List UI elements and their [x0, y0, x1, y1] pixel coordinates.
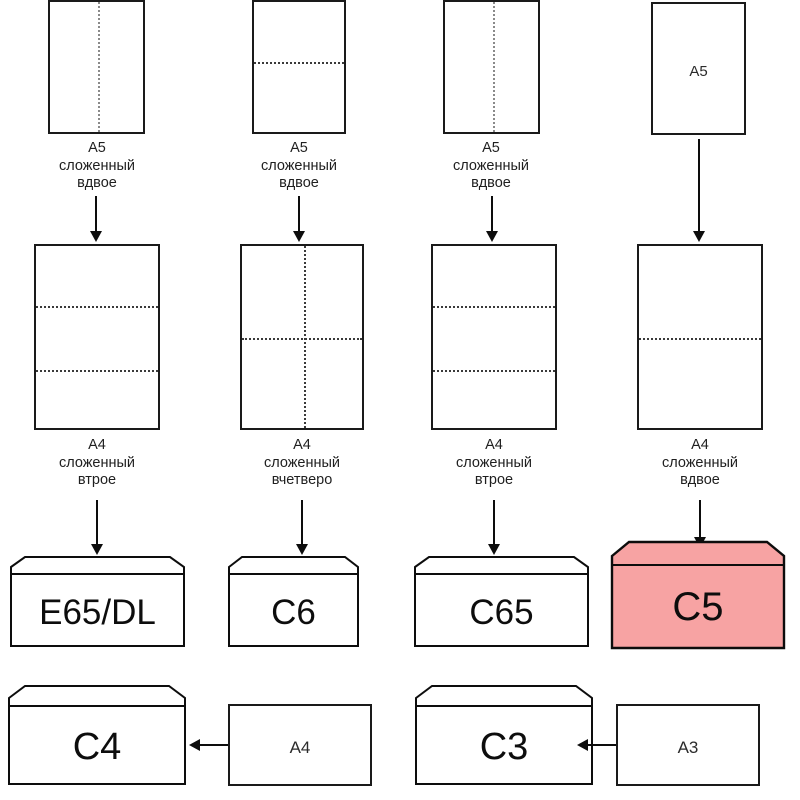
sheet-a4-bottom-label: A4: [289, 738, 311, 757]
envelope-shape-highlighted: [610, 540, 786, 650]
sheet-a4-col4: [637, 244, 763, 430]
envelope-c6-label: C6: [271, 593, 316, 632]
fold-line-vertical: [304, 246, 306, 428]
envelope-e65-dl[interactable]: E65/DL: [10, 555, 185, 648]
envelope-shape: [8, 685, 186, 785]
sheet-a5-col1: [48, 0, 145, 134]
envelope-c4-label: C4: [72, 726, 122, 768]
caption-col3-source: A5 сложенный вдвое: [452, 140, 530, 192]
sheet-a4-col3: [431, 244, 557, 430]
caption-col1-source: A5 сложенный вдвое: [58, 140, 136, 192]
envelope-shape: [414, 556, 589, 647]
envelope-shape: [415, 685, 593, 785]
sheet-a4-col2: [240, 244, 364, 430]
sheet-a5-col4: A5: [651, 2, 746, 135]
caption-col2-source: A5 сложенный вдвое: [260, 140, 338, 192]
envelope-c65[interactable]: C65: [414, 555, 589, 648]
fold-line-horizontal: [639, 338, 761, 340]
envelope-c6[interactable]: C6: [228, 555, 359, 648]
sheet-a4-col1: [34, 244, 160, 430]
fold-line-horizontal: [242, 338, 362, 340]
fold-line-vertical: [493, 2, 495, 132]
fold-line-horizontal-lower: [433, 370, 555, 372]
envelope-c4[interactable]: C4: [8, 684, 186, 786]
sheet-a5-col2: [252, 0, 346, 134]
sheet-a5-col4-label: A5: [689, 63, 708, 80]
envelope-e65-dl-label: E65/DL: [39, 593, 156, 632]
caption-col3-folded: A4 сложенный втрое: [455, 437, 533, 489]
envelope-c3-label: C3: [479, 726, 529, 768]
sheet-a3-bottom-label: A3: [677, 738, 699, 757]
caption-col4-folded: A4 сложенный вдвое: [661, 437, 739, 489]
sheet-a5-col3: [443, 0, 540, 134]
envelope-shape: [228, 556, 359, 647]
fold-line-horizontal-upper: [36, 306, 158, 308]
envelope-c5[interactable]: C5: [610, 540, 786, 650]
envelope-shape: [10, 556, 185, 647]
envelope-c65-label: C65: [469, 593, 534, 632]
caption-col1-folded: A4 сложенный втрое: [58, 437, 136, 489]
caption-col2-folded: A4 сложенный вчетверо: [263, 437, 341, 489]
fold-line-vertical: [98, 2, 100, 132]
fold-line-horizontal: [254, 62, 344, 64]
sheet-a4-bottom: A4: [228, 704, 372, 786]
fold-line-horizontal-upper: [433, 306, 555, 308]
sheet-a3-bottom: A3: [616, 704, 760, 786]
fold-line-horizontal-lower: [36, 370, 158, 372]
envelope-c3[interactable]: C3: [415, 684, 593, 786]
envelope-c5-label: C5: [672, 585, 724, 629]
